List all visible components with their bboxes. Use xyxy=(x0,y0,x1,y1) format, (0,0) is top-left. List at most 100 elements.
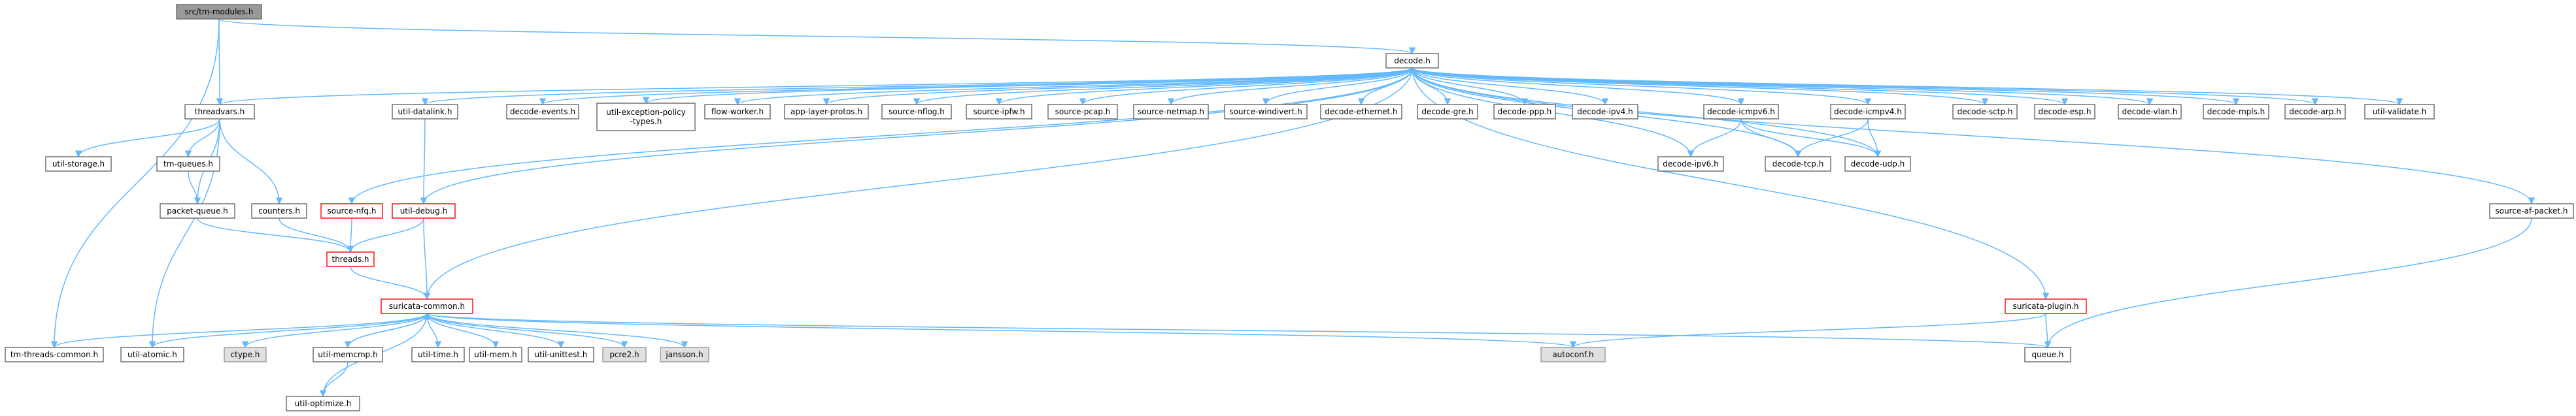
edge-decode-to-util_validate xyxy=(1412,67,2403,106)
node-source-nflog[interactable]: source-nflog.h xyxy=(881,104,952,120)
node-box xyxy=(2284,104,2346,120)
node-label: util-memcmp.h xyxy=(318,350,377,359)
node-label: decode-ethernet.h xyxy=(1325,107,1397,116)
node-suricata-plugin[interactable]: suricata-plugin.h xyxy=(2005,298,2087,314)
edge-tm_queues-to-packet_queue xyxy=(188,170,201,205)
node-box xyxy=(1540,347,1606,362)
node-decode-events[interactable]: decode-events.h xyxy=(506,104,579,120)
node-decode-esp[interactable]: decode-esp.h xyxy=(2034,104,2095,120)
node-decode-vlan[interactable]: decode-vlan.h xyxy=(2118,104,2182,120)
node-pcre2[interactable]: pcre2.h xyxy=(602,347,647,362)
node-decode-ppp[interactable]: decode-ppp.h xyxy=(1493,104,1556,120)
node-decode-icmpv6[interactable]: decode-icmpv6.h xyxy=(1703,104,1779,120)
node-label: decode-udp.h xyxy=(1851,159,1905,168)
node-label: threadvars.h xyxy=(195,107,245,116)
node-util-atomic[interactable]: util-atomic.h xyxy=(120,347,184,362)
node-util-validate[interactable]: util-validate.h xyxy=(2364,104,2435,120)
edge-suricata_common-to-queue xyxy=(426,313,2051,349)
edge-decode-to-decode_events xyxy=(539,67,1413,106)
node-decode-gre[interactable]: decode-gre.h xyxy=(1417,104,1478,120)
edge-threadvars-to-counters xyxy=(219,118,283,205)
node-box xyxy=(2203,104,2269,120)
node-util-datalink[interactable]: util-datalink.h xyxy=(392,104,458,120)
edge-threads-to-suricata_common xyxy=(350,266,431,300)
node-decode-icmpv4[interactable]: decode-icmpv4.h xyxy=(1830,104,1906,120)
node-util-exception[interactable]: util-exception-policy-types.h xyxy=(596,103,696,131)
node-decode-sctp[interactable]: decode-sctp.h xyxy=(1952,104,2018,120)
node-decode-udp[interactable]: decode-udp.h xyxy=(1844,156,1911,172)
node-box xyxy=(2364,104,2435,120)
edge-decode_icmpv4-to-decode_udp xyxy=(1867,118,1882,158)
node-label: counters.h xyxy=(258,206,300,216)
node-queue[interactable]: queue.h xyxy=(2024,347,2071,362)
node-util-memcmp[interactable]: util-memcmp.h xyxy=(313,347,383,362)
edge-decode-to-decode_ppp xyxy=(1412,67,1529,106)
node-tm-queues[interactable]: tm-queues.h xyxy=(156,156,220,172)
node-box xyxy=(2034,104,2095,120)
node-decode-tcp[interactable]: decode-tcp.h xyxy=(1765,156,1831,172)
edge-suricata_common-to-autoconf xyxy=(426,313,1576,349)
node-decode-ipv4[interactable]: decode-ipv4.h xyxy=(1572,104,1638,120)
node-label: util-time.h xyxy=(418,350,458,359)
node-packet-queue[interactable]: packet-queue.h xyxy=(160,203,235,219)
node-decode-arp[interactable]: decode-arp.h xyxy=(2284,104,2346,120)
edge-decode-to-suricata_plugin xyxy=(1412,67,2050,300)
node-source-ipfw[interactable]: source-ipfw.h xyxy=(966,104,1032,120)
node-tm-threads-common[interactable]: tm-threads-common.h xyxy=(5,347,104,362)
node-box xyxy=(1952,104,2018,120)
node-box xyxy=(1844,156,1911,172)
node-util-mem[interactable]: util-mem.h xyxy=(469,347,522,362)
node-box xyxy=(881,104,952,120)
node-box xyxy=(1417,104,1478,120)
edge-threadvars-to-tm_queues xyxy=(184,118,220,158)
node-ctype[interactable]: ctype.h xyxy=(224,347,267,362)
node-decode-ethernet[interactable]: decode-ethernet.h xyxy=(1320,104,1402,120)
node-util-time[interactable]: util-time.h xyxy=(411,347,465,362)
node-box xyxy=(602,347,647,362)
node-source-pcap[interactable]: source-pcap.h xyxy=(1047,104,1118,120)
edge-source_nfq-to-threads xyxy=(347,217,354,253)
node-source-af-packet[interactable]: source-af-packet.h xyxy=(2489,203,2574,219)
node-util-unittest[interactable]: util-unittest.h xyxy=(528,347,594,362)
node-label: source-netmap.h xyxy=(1138,107,1204,116)
node-label: decode-mpls.h xyxy=(2207,107,2265,116)
node-util-storage[interactable]: util-storage.h xyxy=(45,156,112,172)
node-box xyxy=(1224,104,1308,120)
node-threadvars[interactable]: threadvars.h xyxy=(184,104,255,120)
node-threads[interactable]: threads.h xyxy=(326,251,375,267)
node-app-layer-protos[interactable]: app-layer-protos.h xyxy=(784,104,869,120)
node-decode-mpls[interactable]: decode-mpls.h xyxy=(2203,104,2269,120)
node-label: util-mem.h xyxy=(474,350,517,359)
node-box xyxy=(1830,104,1906,120)
node-counters[interactable]: counters.h xyxy=(251,203,307,219)
edges-layer xyxy=(50,18,2535,398)
node-decode[interactable]: decode.h xyxy=(1385,53,1439,69)
node-decode-ipv6[interactable]: decode-ipv6.h xyxy=(1657,156,1724,172)
edge-util_debug-to-threads xyxy=(347,217,424,253)
edge-util_memcmp-to-suricata_common xyxy=(347,312,431,348)
node-source-nfq[interactable]: source-nfq.h xyxy=(320,203,383,219)
node-autoconf[interactable]: autoconf.h xyxy=(1540,347,1606,362)
edge-decode_icmpv6-to-decode_ipv6 xyxy=(1687,118,1742,158)
edge-util_debug-to-suricata_common xyxy=(423,217,431,300)
node-label: -types.h xyxy=(630,117,662,126)
node-root[interactable]: src/tm-modules.h xyxy=(176,4,262,20)
node-suricata-common[interactable]: suricata-common.h xyxy=(381,298,473,314)
node-source-netmap[interactable]: source-netmap.h xyxy=(1133,104,1209,120)
node-box xyxy=(313,347,383,362)
edge-util_memcmp-to-util_optimize xyxy=(319,361,348,398)
node-label: decode-ppp.h xyxy=(1498,107,1552,116)
node-label: decode-vlan.h xyxy=(2122,107,2178,116)
node-label: decode-ipv4.h xyxy=(1577,107,1633,116)
node-util-debug[interactable]: util-debug.h xyxy=(392,203,456,219)
node-flow-worker[interactable]: flow-worker.h xyxy=(704,104,771,120)
node-jansson[interactable]: jansson.h xyxy=(660,347,709,362)
node-box xyxy=(411,347,465,362)
node-label: decode-sctp.h xyxy=(1957,107,2013,116)
node-util-optimize[interactable]: util-optimize.h xyxy=(286,396,360,411)
node-label: suricata-common.h xyxy=(389,302,465,311)
node-source-windivert[interactable]: source-windivert.h xyxy=(1224,104,1308,120)
node-label: packet-queue.h xyxy=(167,206,228,216)
node-label: decode.h xyxy=(1394,56,1430,65)
